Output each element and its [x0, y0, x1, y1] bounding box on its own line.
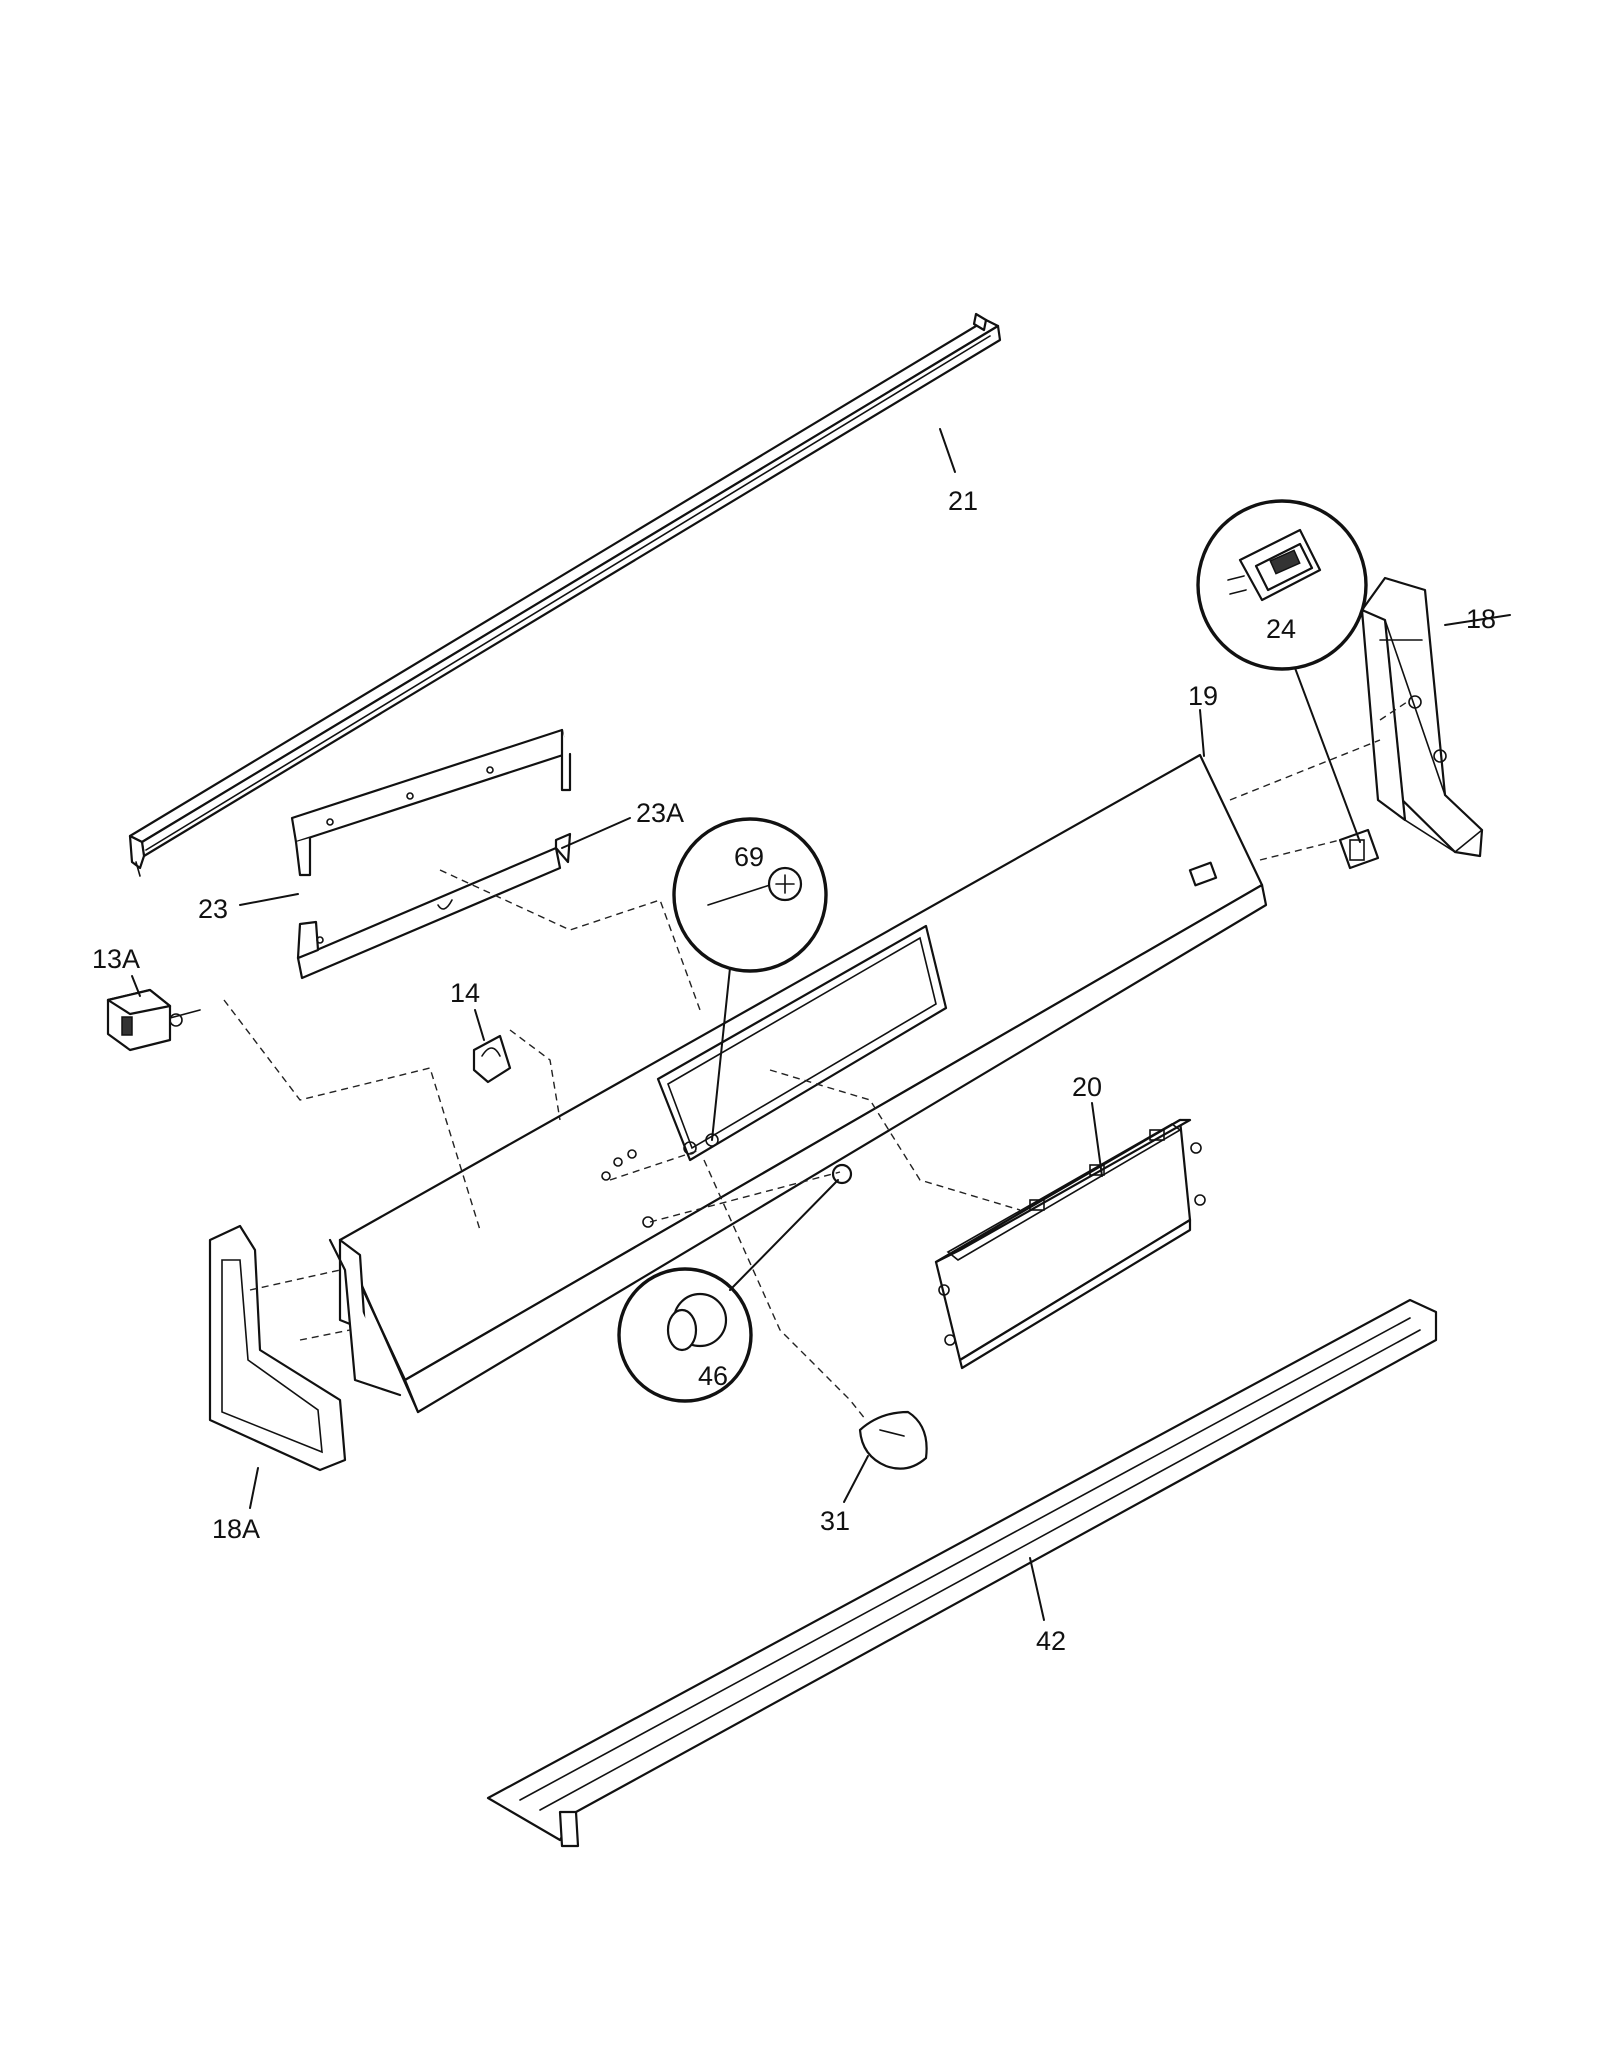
label-23: 23: [198, 894, 228, 924]
label-14: 14: [450, 978, 480, 1008]
rocker-switch-part-24: [1338, 828, 1380, 870]
label-18a: 18A: [212, 1514, 260, 1544]
callout-part-24: [1196, 499, 1368, 843]
callout-part-46: [617, 1179, 839, 1403]
screws: [601, 1133, 719, 1228]
label-31: 31: [820, 1506, 850, 1536]
control-board-part-20: [934, 1118, 1206, 1370]
label-46: 46: [698, 1361, 728, 1391]
alignment-lines: [223, 699, 1411, 1421]
label-23a: 23A: [636, 798, 684, 828]
top-trim-rail-part-21: [128, 312, 1002, 877]
bottom-trim-part-42: [486, 1298, 1438, 1848]
control-panel-part-19: [328, 753, 1268, 1414]
label-20: 20: [1072, 1072, 1102, 1102]
label-21: 21: [948, 486, 978, 516]
end-cap-part-18a: [208, 1224, 347, 1472]
bracket-part-23: [290, 728, 572, 877]
clip-part-14: [472, 1034, 512, 1084]
label-69: 69: [734, 842, 764, 872]
knob-post-part-46: [831, 1163, 853, 1185]
control-knob-part-31: [858, 1410, 928, 1470]
part-labels: 21 18 24 19 23A 69 23 13A 14 20 46 18A 3…: [92, 486, 1496, 1656]
label-42: 42: [1036, 1626, 1066, 1656]
label-18: 18: [1466, 604, 1496, 634]
switch-part-13a: [106, 988, 201, 1052]
label-19: 19: [1188, 681, 1218, 711]
bracket-part-23a: [296, 832, 572, 980]
label-13a: 13A: [92, 944, 140, 974]
label-24: 24: [1266, 614, 1296, 644]
callout-part-69: [672, 817, 828, 1141]
end-cap-part-18: [1360, 576, 1484, 858]
label-leaders: [131, 428, 1511, 1621]
